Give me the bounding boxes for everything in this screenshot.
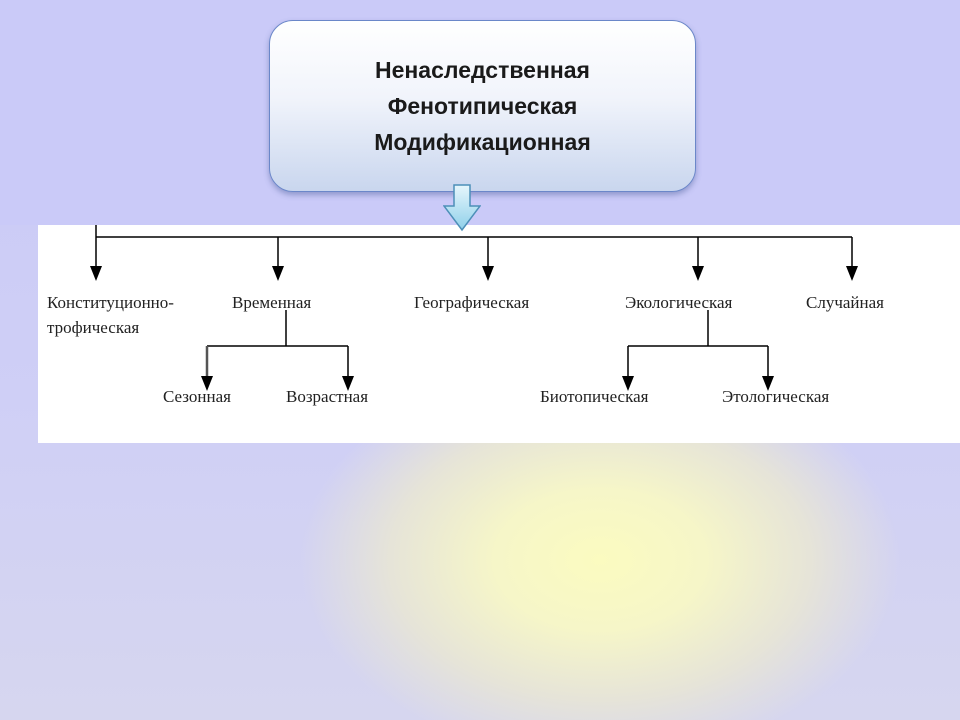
node-temporal: Временная (232, 293, 312, 312)
node-constitutional-line2: трофическая (47, 318, 140, 337)
arrowhead-constitutional (90, 266, 102, 281)
arrowhead-biotopic (622, 376, 634, 391)
title-line-3: Модификационная (374, 129, 591, 155)
node-biotopic: Биотопическая (540, 387, 649, 406)
node-random: Случайная (806, 293, 884, 312)
arrowhead-age (342, 376, 354, 391)
title-box: Ненаследственная Фенотипическая Модифика… (269, 20, 696, 192)
node-ecological: Экологическая (625, 293, 733, 312)
arrowhead-ecological (692, 266, 704, 281)
node-geographic: Географическая (414, 293, 530, 312)
node-age: Возрастная (286, 387, 369, 406)
title-line-2: Фенотипическая (387, 93, 578, 119)
arrowhead-ethological (762, 376, 774, 391)
arrowhead-geographic (482, 266, 494, 281)
node-constitutional-line1: Конституционно- (47, 293, 174, 312)
node-seasonal: Сезонная (163, 387, 231, 406)
arrowhead-seasonal (201, 376, 213, 391)
down-arrow-icon (443, 184, 481, 232)
diagram-panel (38, 225, 960, 443)
node-ethological: Этологическая (722, 387, 830, 406)
arrowhead-random (846, 266, 858, 281)
title-line-1: Ненаследственная (375, 57, 590, 83)
arrowhead-temporal (272, 266, 284, 281)
